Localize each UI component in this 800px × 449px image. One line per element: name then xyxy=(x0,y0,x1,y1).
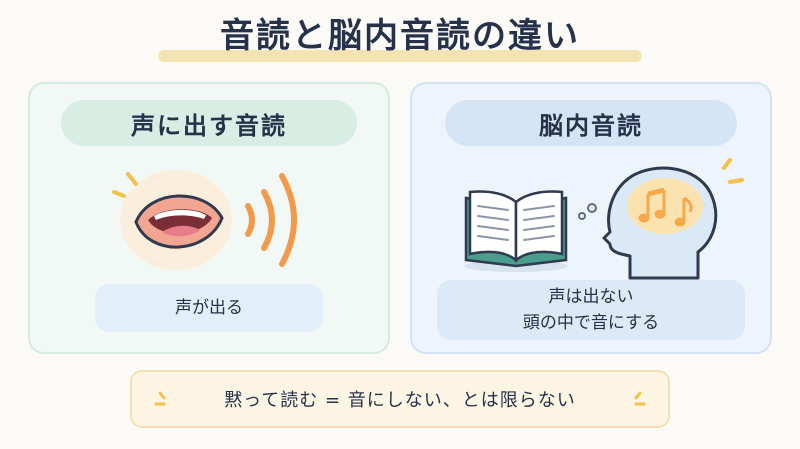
caption-inner-voice-line2: 頭の中で音にする xyxy=(522,313,660,333)
caption-inner-voice-line1: 声は出ない xyxy=(548,287,634,307)
spark-icon xyxy=(634,391,646,406)
panel-inner-reading: 脳内音読 xyxy=(410,82,772,354)
heading-inner-reading: 脳内音読 xyxy=(445,100,737,146)
open-book-icon xyxy=(464,190,568,268)
heading-read-aloud: 声に出す音読 xyxy=(61,100,357,146)
inner-reading-illustration xyxy=(464,158,744,280)
title-wrap: 音読と脳内音読の違い xyxy=(0,8,800,57)
mouth-illustration xyxy=(112,170,297,270)
thought-dots xyxy=(578,203,597,220)
bottom-note-text: 黙って読む = 音にしない、とは限らない xyxy=(224,390,576,411)
mouth-icon xyxy=(134,194,224,249)
caption-voice-out-text: 声が出る xyxy=(175,298,243,318)
bottom-note-box: 黙って読む = 音にしない、とは限らない xyxy=(130,370,670,428)
panel-read-aloud: 声に出す音読 声が出る xyxy=(28,82,390,354)
spark-icon xyxy=(722,158,744,184)
music-note-icon xyxy=(638,187,693,227)
head-icon xyxy=(602,166,718,280)
page-title: 音読と脳内音読の違い xyxy=(220,16,580,56)
caption-inner-voice: 声は出ない 頭の中で音にする xyxy=(437,280,745,340)
sound-wave-icon xyxy=(245,173,297,267)
spark-icon xyxy=(112,172,138,198)
spark-icon xyxy=(154,391,166,406)
caption-voice-out: 声が出る xyxy=(95,284,323,332)
